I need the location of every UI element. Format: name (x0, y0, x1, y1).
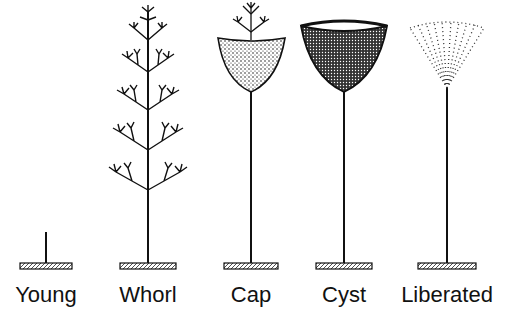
stage-label: Liberated (401, 284, 493, 306)
stalk (343, 92, 345, 263)
stage-label: Cyst (322, 284, 366, 306)
cap (218, 38, 285, 92)
cyst-rim (301, 21, 387, 26)
stage-label: Cap (231, 284, 271, 306)
stage-label: Young (15, 284, 77, 306)
stalk (45, 232, 47, 263)
stage-label: Whorl (119, 284, 176, 306)
liberated-cysts (410, 21, 484, 88)
rhizoid-base (316, 263, 372, 269)
stalk (446, 88, 448, 263)
cap-whorl (233, 2, 269, 40)
rhizoid-base (224, 263, 278, 269)
cyst-cap (301, 26, 387, 92)
stalk (147, 12, 149, 263)
rhizoid-base (120, 263, 176, 269)
whorl-branches (109, 5, 187, 190)
stalk (250, 92, 252, 263)
rhizoid-base (20, 263, 72, 269)
rhizoid-base (418, 263, 476, 269)
